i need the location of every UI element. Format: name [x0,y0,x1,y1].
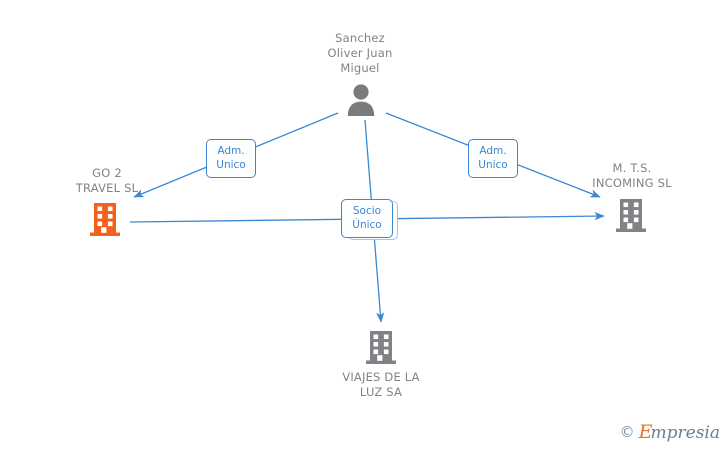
edge-tag-adm-unico-go2travel[interactable]: Adm. Unico [206,139,256,178]
node-label-viajes: VIAJES DE LA LUZ SA [342,370,420,399]
building-icon-viajes [364,331,398,364]
node-label-person: Sanchez Oliver Juan Miguel [327,31,393,75]
node-label-go2travel: GO 2 TRAVEL SL [75,166,139,195]
edge-tag-socio-unico-person-viajes[interactable]: Socio Único [341,199,393,238]
building-icon-mts [614,199,648,232]
brand-name: Empresia [638,421,720,443]
node-label-mts: M. T.S. INCOMING SL [592,161,672,190]
copyright-icon: © [619,423,635,441]
empresia-watermark: © Empresia [620,423,720,442]
building-icon-go2travel [88,203,122,236]
edge-tag-adm-unico-mts[interactable]: Adm. Unico [468,139,518,178]
person-icon [344,82,378,116]
